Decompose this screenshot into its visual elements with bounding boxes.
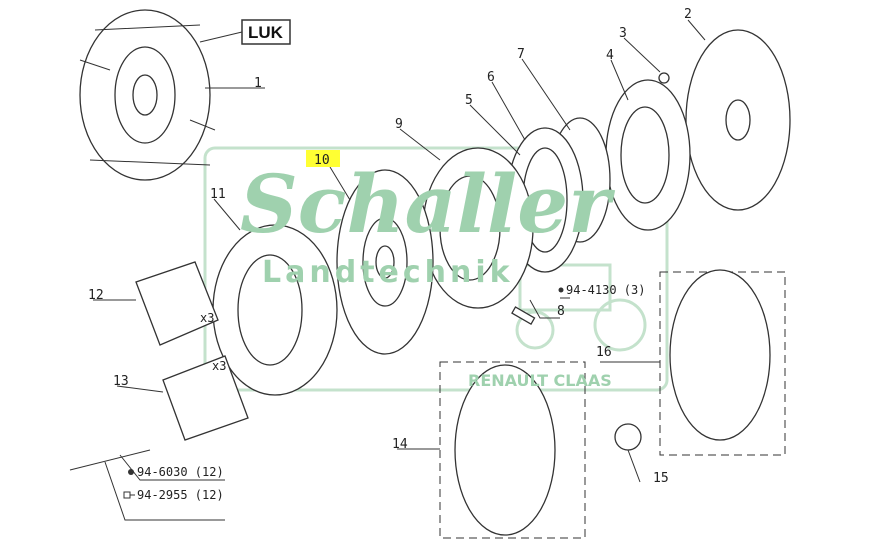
watermark-name: Schaller bbox=[240, 157, 615, 251]
callout-1[interactable]: 1 bbox=[254, 76, 262, 91]
nut-icon bbox=[558, 287, 564, 293]
part-ref-94-2955[interactable]: 94-2955 (12) bbox=[137, 488, 224, 502]
callout-14[interactable]: 14 bbox=[392, 437, 408, 452]
pin-part-8 bbox=[511, 306, 536, 325]
callout-12[interactable]: 12 bbox=[88, 288, 104, 303]
luk-brand-box bbox=[241, 19, 291, 45]
watermark-sub: Landtechnik bbox=[262, 255, 514, 290]
watermark-footer: RENAULT CLAAS bbox=[468, 371, 612, 390]
flywheel-disc-part-2 bbox=[685, 29, 791, 211]
callout-15[interactable]: 15 bbox=[653, 471, 669, 486]
callout-2[interactable]: 2 bbox=[684, 7, 692, 22]
callout-5[interactable]: 5 bbox=[465, 93, 473, 108]
nut-icon bbox=[128, 469, 134, 475]
clutch-assembly-part-1 bbox=[79, 9, 216, 181]
callout-7[interactable]: 7 bbox=[517, 47, 525, 62]
callout-3[interactable]: 3 bbox=[619, 26, 627, 41]
part-ref-94-4130[interactable]: 94-4130 (3) bbox=[566, 283, 645, 297]
pressure-plate-part-4 bbox=[605, 79, 691, 231]
lever-kit-part-13 bbox=[162, 355, 249, 441]
clutch-disc-part-10 bbox=[336, 169, 434, 355]
callout-10-highlight bbox=[306, 150, 340, 167]
callout-4[interactable]: 4 bbox=[606, 48, 614, 63]
disc-part-16 bbox=[669, 269, 771, 441]
spring-kit-part-15 bbox=[614, 423, 642, 451]
disc-part-14 bbox=[454, 364, 556, 536]
quantity-x3: x3 bbox=[212, 359, 226, 373]
callout-16[interactable]: 16 bbox=[596, 345, 612, 360]
callout-11[interactable]: 11 bbox=[210, 187, 226, 202]
watermark-frame bbox=[203, 146, 669, 392]
lever-kit-part-12 bbox=[135, 261, 219, 346]
quantity-x3: x3 bbox=[200, 311, 214, 325]
disc-kit-box-16 bbox=[659, 271, 786, 456]
housing-part-11 bbox=[212, 224, 338, 396]
luk-brand-label: LUK bbox=[248, 23, 284, 42]
callout-6[interactable]: 6 bbox=[487, 70, 495, 85]
nut-part-3 bbox=[658, 72, 670, 84]
callout-8[interactable]: 8 bbox=[557, 304, 565, 319]
disc-kit-box-14 bbox=[439, 361, 586, 539]
callout-13[interactable]: 13 bbox=[113, 374, 129, 389]
callout-10[interactable]: 10 bbox=[314, 153, 330, 168]
part-ref-94-6030[interactable]: 94-6030 (12) bbox=[137, 465, 224, 479]
watermark: Schaller Landtechnik RENAULT CLAAS bbox=[240, 157, 615, 390]
callout-9[interactable]: 9 bbox=[395, 117, 403, 132]
bolt-icon bbox=[123, 491, 135, 499]
